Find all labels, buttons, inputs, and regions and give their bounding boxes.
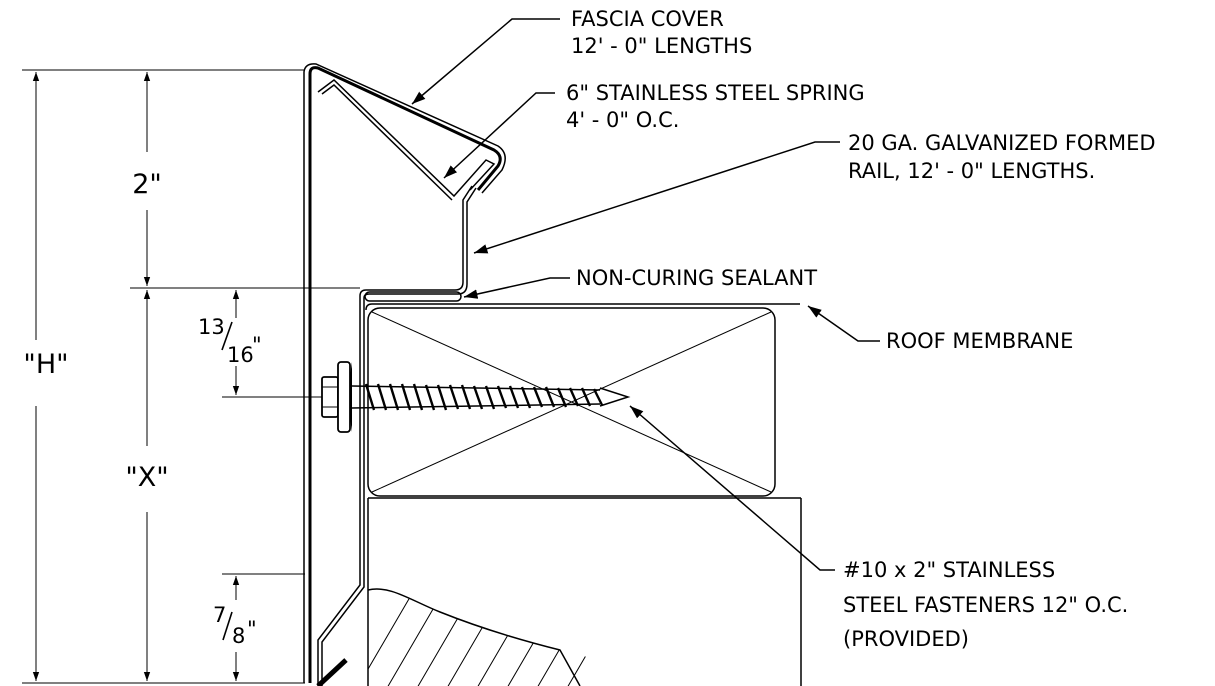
callout-rail: 20 GA. GALVANIZED FORMED RAIL, 12' - 0" … [848, 131, 1156, 183]
callout-line-2: STEEL FASTENERS 12" O.C. [843, 593, 1128, 617]
fraction-numerator: 7 [213, 603, 226, 627]
dimension-x: "X" [125, 462, 168, 493]
callout-sealant: NON-CURING SEALANT [576, 266, 817, 290]
fraction-denominator: 16 [227, 343, 254, 367]
callout-leaders [411, 18, 880, 571]
fraction-denominator: 8 [232, 624, 245, 648]
callout-fasteners: #10 x 2" STAINLESS STEEL FASTENERS 12" O… [843, 558, 1128, 651]
callout-line-1: NON-CURING SEALANT [576, 266, 817, 290]
callout-line-1: ROOF MEMBRANE [886, 329, 1073, 353]
fraction-unit: " [247, 617, 257, 641]
wood-blocking [367, 307, 776, 497]
callout-line-2: 12' - 0" LENGTHS [571, 34, 752, 58]
callout-line-2: 4' - 0" O.C. [566, 108, 679, 132]
formed-rail [317, 185, 473, 686]
callout-line-1: FASCIA COVER [571, 7, 724, 31]
fraction-unit: " [252, 333, 262, 357]
callout-line-1: 20 GA. GALVANIZED FORMED [848, 131, 1156, 155]
cutaway-hatch [367, 588, 631, 686]
dimension-lines [22, 69, 360, 684]
callout-line-1: 6" STAINLESS STEEL SPRING [566, 81, 865, 105]
callout-line-3: (PROVIDED) [843, 627, 969, 651]
fraction-numerator: 13 [198, 315, 225, 339]
callout-fascia-cover: FASCIA COVER 12' - 0" LENGTHS [571, 7, 752, 58]
callout-line-2: RAIL, 12' - 0" LENGTHS. [848, 159, 1095, 183]
dimension-2-inch: 2" [132, 169, 162, 200]
callout-line-1: #10 x 2" STAINLESS [843, 558, 1055, 582]
fastener-screw [321, 361, 631, 433]
drip-hem [316, 658, 348, 686]
stainless-spring [317, 79, 496, 198]
dimension-7-8: 7 8 " [213, 603, 257, 648]
dimension-h: "H" [23, 349, 68, 380]
callout-spring: 6" STAINLESS STEEL SPRING 4' - 0" O.C. [566, 81, 865, 132]
dimension-13-16: 13 16 " [198, 315, 262, 367]
roof-membrane [365, 303, 800, 311]
callout-membrane: ROOF MEMBRANE [886, 329, 1073, 353]
fascia-cover [308, 66, 502, 683]
wall-substrate [367, 497, 802, 686]
